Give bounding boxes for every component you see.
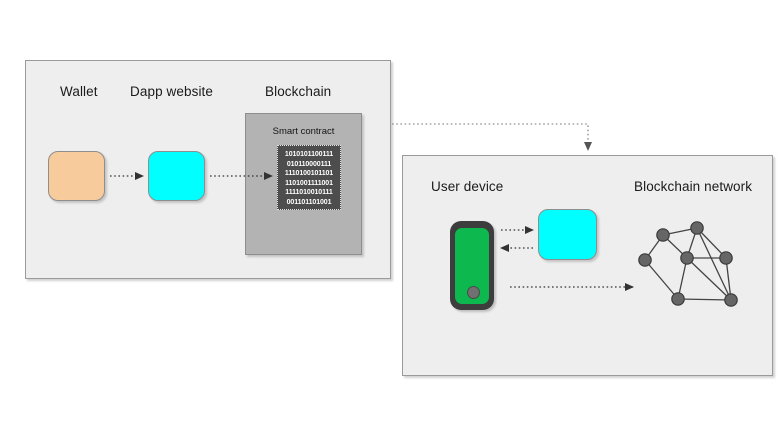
wallet-node	[48, 151, 105, 201]
dapp-app-node	[538, 209, 597, 260]
label-wallet: Wallet	[60, 84, 98, 99]
code-line: 1101001111001	[285, 179, 333, 187]
label-dapp-website: Dapp website	[130, 84, 213, 99]
dapp-website-node	[148, 151, 205, 201]
label-user-device: User device	[431, 179, 504, 194]
label-blockchain: Blockchain	[265, 84, 332, 99]
label-blockchain-network: Blockchain network	[634, 179, 753, 194]
code-line: 1010101100111	[284, 151, 334, 158]
user-device-phone	[450, 221, 494, 310]
code-line: 001101101001	[286, 198, 332, 206]
smart-contract-code-box: 1010101100111 010110000111 1110100101101…	[277, 145, 341, 210]
phone-home-button-icon	[466, 286, 480, 299]
code-line: 010110000111	[286, 160, 332, 168]
code-line: 1111010010111	[285, 189, 333, 197]
arrow-left-panel-to-right-panel	[392, 123, 592, 151]
code-line: 1110100101101	[284, 170, 334, 178]
label-smart-contract: Smart contract	[272, 126, 335, 137]
